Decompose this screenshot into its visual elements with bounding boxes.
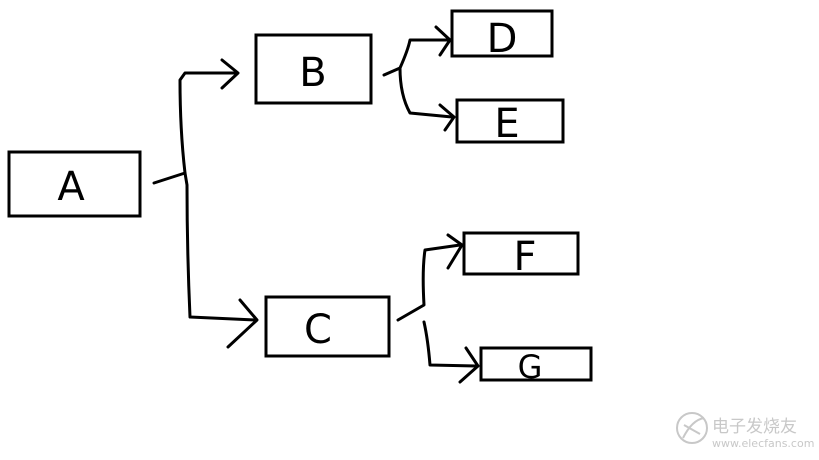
connector-b-to-e xyxy=(398,66,454,119)
node-b: B xyxy=(254,33,373,105)
node-e-box xyxy=(455,98,565,144)
connector-c-to-g xyxy=(422,320,478,368)
node-a: A xyxy=(7,150,142,218)
arrowhead-to-f xyxy=(446,233,464,270)
node-e: E xyxy=(455,98,565,147)
connector-a-to-c xyxy=(183,171,257,322)
watermark: 电子发烧友 www.elecfans.com xyxy=(676,412,814,450)
arrowhead-to-b xyxy=(220,58,240,90)
connector-c-to-f-g xyxy=(396,243,462,322)
arrowhead-to-c xyxy=(226,298,259,349)
node-g-label: G xyxy=(518,348,543,386)
node-f: F xyxy=(462,231,580,280)
connector-b-to-d-e xyxy=(382,38,450,77)
node-b-box xyxy=(254,33,373,105)
node-b-label: B xyxy=(299,50,326,96)
connector-a-to-b-c xyxy=(152,71,238,185)
node-d-label: D xyxy=(487,16,518,62)
watermark-url: www.elecfans.com xyxy=(712,437,814,450)
node-a-box xyxy=(7,150,142,218)
node-e-label: E xyxy=(494,101,519,147)
node-d-box xyxy=(450,9,554,58)
node-f-box xyxy=(462,231,580,276)
node-g-box xyxy=(479,346,593,382)
node-f-label: F xyxy=(513,234,536,280)
node-c: C xyxy=(264,295,391,358)
watermark-text: 电子发烧友 xyxy=(712,417,797,437)
node-c-label: C xyxy=(304,307,332,353)
watermark-logo-icon xyxy=(676,412,708,444)
arrowhead-to-g xyxy=(458,346,480,384)
node-a-label: A xyxy=(57,164,85,210)
node-d: D xyxy=(450,9,554,62)
arrowhead-to-e xyxy=(438,103,456,132)
node-g: G xyxy=(479,346,593,386)
arrowhead-to-d xyxy=(434,25,452,57)
node-c-box xyxy=(264,295,391,358)
